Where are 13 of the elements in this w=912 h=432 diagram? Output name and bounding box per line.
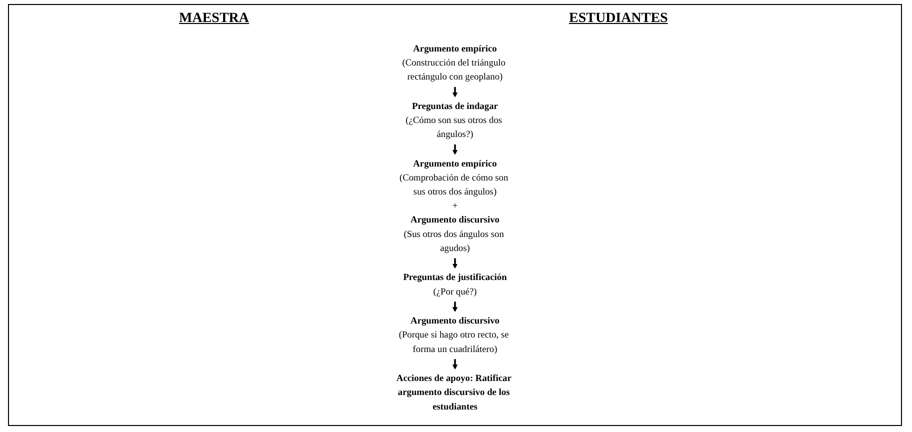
node-text: Acciones de apoyo: Ratificar argumento discursivo de los estudiantes [396,373,512,412]
arrow [452,86,458,98]
column-heading: ESTUDIANTES [569,11,668,27]
node-text: Argumento empírico (Comprobación de cómo son sus otros dos ángulos) + Argumento discursivo (Sus otros dos ángulos son agudos) [399,158,508,254]
column-heading: MAESTRA [179,11,250,27]
arrow [452,144,458,155]
arrow [452,258,458,269]
arrow [452,358,458,370]
node-text: Argumento empírico (Construcción del triángulo rectángulo con geoplano) [402,44,506,82]
node-text: Preguntas de justificación (¿Por qué?) [403,272,507,297]
node-text: Preguntas de indagar (¿Cómo son sus otros dos ángulos?) [406,101,502,140]
arrow [452,301,458,312]
node-text: Argumento discursivo (Porque si hago otro recto, se forma un cuadrilátero) [398,316,509,354]
